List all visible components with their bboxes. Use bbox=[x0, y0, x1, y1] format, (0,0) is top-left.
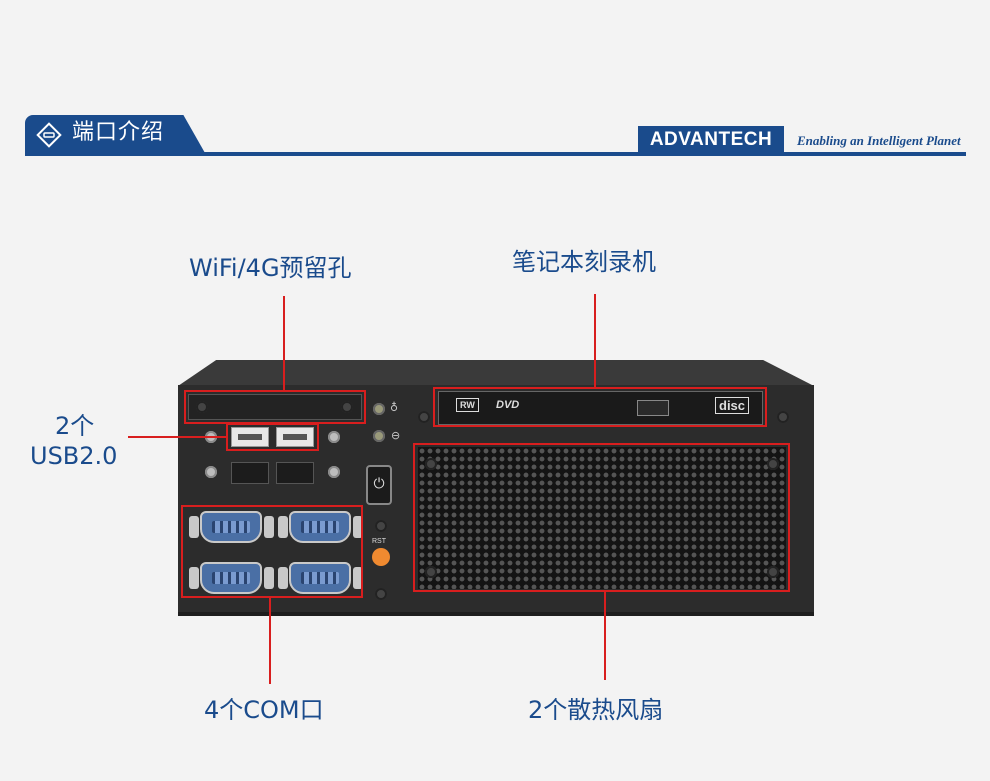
rw-badge: RW bbox=[456, 398, 479, 412]
com-bracket bbox=[264, 567, 274, 589]
usb-highlight bbox=[226, 423, 319, 451]
optical-drive bbox=[438, 391, 763, 425]
reset-button[interactable] bbox=[372, 548, 390, 566]
screw-icon bbox=[425, 566, 437, 578]
usb-port bbox=[231, 427, 269, 447]
com-bracket bbox=[353, 516, 363, 538]
device-base bbox=[178, 612, 814, 616]
empty-port-slot bbox=[276, 462, 314, 484]
screw-icon bbox=[767, 458, 779, 470]
screw-icon bbox=[196, 401, 208, 413]
advantech-logo: ADVANTECH bbox=[638, 126, 784, 153]
disc-badge: disc bbox=[715, 397, 750, 414]
brand-slogan: Enabling an Intelligent Planet bbox=[797, 133, 961, 148]
wifi-leader-line bbox=[283, 296, 285, 390]
drive-highlight bbox=[433, 387, 767, 427]
bulb-icon: ♁ bbox=[390, 401, 399, 414]
header-rule bbox=[25, 152, 966, 156]
com-port bbox=[289, 562, 351, 594]
wifi-label: WiFi/4G预留孔 bbox=[189, 254, 352, 282]
screw-icon bbox=[418, 411, 430, 423]
drive-leader-line bbox=[594, 294, 596, 387]
com-bracket bbox=[189, 567, 199, 589]
screw-icon bbox=[375, 520, 387, 532]
usb-port bbox=[276, 427, 314, 447]
wifi-4g-plate bbox=[188, 394, 362, 420]
com-bracket bbox=[278, 567, 288, 589]
disk-icon: ⊖ bbox=[391, 429, 401, 442]
com-highlight bbox=[181, 505, 363, 598]
header-tab bbox=[25, 115, 205, 153]
hdd-led-icon bbox=[373, 430, 385, 442]
power-button[interactable]: ⏻ bbox=[366, 465, 392, 505]
wifi-highlight bbox=[184, 390, 366, 424]
com-port bbox=[200, 511, 262, 543]
usb-type-label: USB2.0 bbox=[30, 442, 118, 470]
com-leader-line bbox=[269, 598, 271, 684]
page-title: 端口介绍 bbox=[72, 120, 165, 145]
fan-leader-line bbox=[604, 592, 606, 680]
fan-highlight bbox=[413, 443, 790, 592]
fan-label: 2个散热风扇 bbox=[528, 696, 664, 724]
drive-label: 笔记本刻录机 bbox=[512, 248, 656, 276]
screw-icon bbox=[341, 401, 353, 413]
screw-icon bbox=[328, 466, 340, 478]
com-bracket bbox=[353, 567, 363, 589]
screw-icon bbox=[375, 588, 387, 600]
device-top-panel bbox=[178, 360, 814, 386]
com-port bbox=[289, 511, 351, 543]
eject-button[interactable] bbox=[637, 400, 669, 416]
usb-leader-line bbox=[128, 436, 226, 438]
screw-icon bbox=[767, 566, 779, 578]
com-bracket bbox=[189, 516, 199, 538]
com-bracket bbox=[264, 516, 274, 538]
reset-label: RST bbox=[372, 538, 386, 545]
empty-port-slot bbox=[231, 462, 269, 484]
screw-icon bbox=[328, 431, 340, 443]
screw-icon bbox=[425, 458, 437, 470]
screw-icon bbox=[777, 411, 789, 423]
usb-count-label: 2个 bbox=[55, 412, 95, 440]
power-led-icon bbox=[373, 403, 385, 415]
com-port bbox=[200, 562, 262, 594]
dvd-badge: DVD bbox=[496, 399, 520, 411]
fan-grille bbox=[418, 447, 786, 589]
port-icon bbox=[36, 122, 62, 148]
com-bracket bbox=[278, 516, 288, 538]
com-label: 4个COM口 bbox=[204, 696, 324, 724]
screw-icon bbox=[205, 466, 217, 478]
